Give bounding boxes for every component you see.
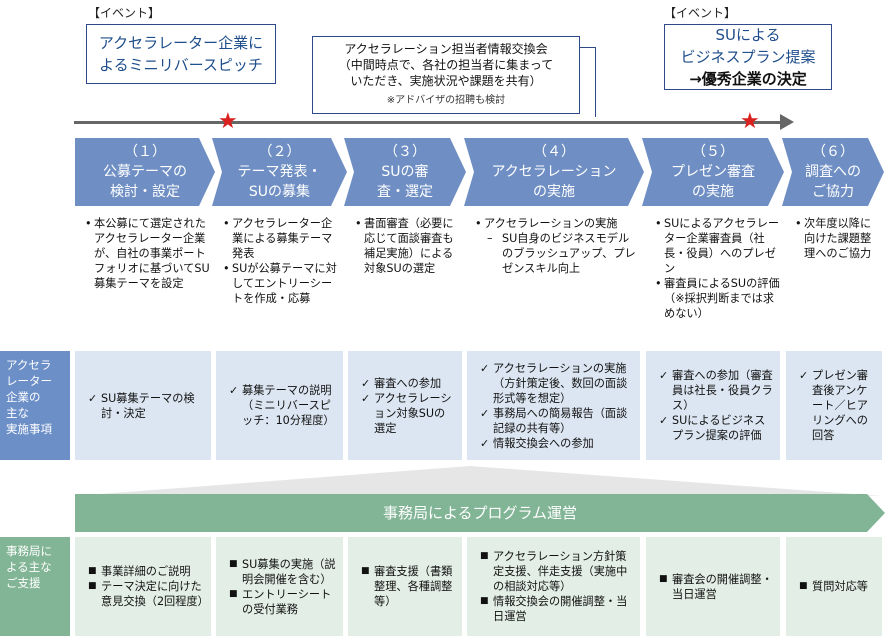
check-item: SUによるビジネスプラン提案の評価 <box>659 413 774 443</box>
support-item: エントリーシートの受付業務 <box>229 587 337 617</box>
support-cell-2: SU募集の実施（説明会開催を含む） エントリーシートの受付業務 <box>216 537 343 636</box>
timeline-arrow-line <box>74 121 784 124</box>
step-number: （２） <box>258 144 301 160</box>
check-item: アクセラレーション対象SUの選定 <box>361 391 456 436</box>
step-title: プレゼン審査 の実施 <box>671 164 755 200</box>
box-connector <box>595 47 596 117</box>
callout-line: SUによる <box>715 26 781 44</box>
check-item: 募集テーマの説明（ミニリバースピッチ：10分程度） <box>229 383 337 428</box>
step-5-chevron: （５） プレゼン審査 の実施 <box>642 138 784 206</box>
callout-line: よるミニリバースピッチ <box>99 56 263 74</box>
check-item: アクセラレーションの実施（方針策定後、数回の面談形式等を想定） <box>480 361 634 406</box>
description-subitem: SU自身のビジネスモデルのブラッシュアップ、プレゼンスキル向上 <box>484 231 640 276</box>
step-2-description: アクセラレーター企業による募集テーマ発表 SUが公募テーマに対してエントリーシー… <box>220 216 340 306</box>
step-6-chevron: （６） 調査への ご協力 <box>782 138 884 206</box>
step-3-description: 書面審査（必要に応じて面談審査も補足実施）による対象SUの選定 <box>352 216 462 276</box>
description-item: SUによるアクセラレーター企業審査員（社長・役員）へのプレゼン <box>655 216 780 276</box>
callout-line-bold: →優秀企業の決定 <box>689 70 807 88</box>
star-marker-icon: ★ <box>740 109 760 134</box>
step-4-chevron: （４） アクセラレーション の実施 <box>464 138 644 206</box>
step-4-description: アクセラレーションの実施 SU自身のビジネスモデルのブラッシュアップ、プレゼンス… <box>472 216 640 276</box>
description-item: 次年度以降に向けた課題整理へのご協力 <box>795 216 878 261</box>
step-1-chevron: （１） 公募テーマの 検討・設定 <box>75 138 215 206</box>
timeline-arrowhead-icon <box>780 114 794 130</box>
check-item: 事務局への簡易報告（面談記録の共有等） <box>480 406 634 436</box>
funnel-shape <box>74 466 882 496</box>
star-marker-icon: ★ <box>218 109 238 134</box>
check-item: プレゼン審査後アンケート／ヒアリングへの回答 <box>799 368 876 443</box>
accelerator-cell-4: アクセラレーションの実施（方針策定後、数回の面談形式等を想定） 事務局への簡易報… <box>467 351 640 460</box>
accelerator-cell-1: SU募集テーマの検討・決定 <box>75 351 211 460</box>
step-6-description: 次年度以降に向けた課題整理へのご協力 <box>792 216 878 261</box>
support-item: テーマ決定に向けた意見交換（2回程度） <box>88 579 209 609</box>
reverse-pitch-callout: アクセラレーター企業に よるミニリバースピッチ <box>86 24 276 84</box>
step-title: SUの審 査・選定 <box>377 164 433 200</box>
step-number: （１） <box>124 144 166 160</box>
accelerator-cell-2: 募集テーマの説明（ミニリバースピッチ：10分程度） <box>216 351 343 460</box>
support-item: 情報交換会の開催調整・当日運営 <box>480 594 634 624</box>
info-exchange-line: （中間時点で、各社の担当者に集まって <box>338 58 554 72</box>
info-exchange-title: アクセラレーション担当者情報交換会 <box>344 42 548 56</box>
event-label-left: 【イベント】 <box>88 6 161 20</box>
check-item: 審査への参加 <box>361 376 456 391</box>
check-item: 情報交換会への参加 <box>480 436 634 451</box>
row-label-secretariat: 事務局に よる主な ご支援 <box>0 537 70 636</box>
box-connector <box>580 47 596 48</box>
step-number: （４） <box>533 144 575 160</box>
support-item: 質問対応等 <box>799 579 868 594</box>
step-title: 調査への ご協力 <box>805 164 861 200</box>
program-operation-banner: 事務局によるプログラム運営 <box>75 494 885 532</box>
business-plan-callout: SUによる ビジネスプラン提案 →優秀企業の決定 <box>664 24 832 90</box>
callout-line: ビジネスプラン提案 <box>680 48 816 66</box>
info-exchange-box: アクセラレーション担当者情報交換会 （中間時点で、各社の担当者に集まって いただ… <box>312 36 580 114</box>
support-item: SU募集の実施（説明会開催を含む） <box>229 557 337 587</box>
description-item: 書面審査（必要に応じて面談審査も補足実施）による対象SUの選定 <box>355 216 462 276</box>
advisor-note: ※アドバイザの招聘も検討 <box>386 95 506 106</box>
support-cell-4: アクセラレーション方針策定支援、伴走支援（実施中の相談対応等） 情報交換会の開催… <box>467 537 640 636</box>
support-cell-5: 審査会の開催調整・当日運営 <box>646 537 780 636</box>
step-number: （６） <box>812 144 854 160</box>
support-item: 事業詳細のご説明 <box>88 564 205 579</box>
description-item: アクセラレーター企業による募集テーマ発表 <box>223 216 340 261</box>
step-title: アクセラレーション の実施 <box>491 164 617 200</box>
event-label-right: 【イベント】 <box>664 6 737 20</box>
step-title: 公募テーマの 検討・設定 <box>103 164 187 200</box>
info-exchange-line: いただき、実施状況や課題を共有） <box>350 74 542 88</box>
step-title: テーマ発表・ SUの募集 <box>237 164 322 200</box>
support-item: 審査支援（書類整理、各種調整等） <box>361 564 456 609</box>
description-item: アクセラレーションの実施 <box>475 216 640 231</box>
support-cell-3: 審査支援（書類整理、各種調整等） <box>348 537 462 636</box>
support-item: 審査会の開催調整・当日運営 <box>659 572 774 602</box>
step-number: （５） <box>692 144 734 160</box>
support-cell-1: 事業詳細のご説明 テーマ決定に向けた意見交換（2回程度） <box>75 537 211 636</box>
step-2-chevron: （２） テーマ発表・ SUの募集 <box>212 138 347 206</box>
step-1-description: 本公募にて選定されたアクセラレーター企業が、自社の事業ポートフォリオに基づいてS… <box>82 216 210 291</box>
description-item: 審査員によるSUの評価（※採択判断までは求めない） <box>655 276 780 321</box>
support-cell-6: 質問対応等 <box>786 537 882 636</box>
accelerator-cell-5: 審査への参加（審査員は社長・役員クラス） SUによるビジネスプラン提案の評価 <box>646 351 780 460</box>
check-item: 審査への参加（審査員は社長・役員クラス） <box>659 368 774 413</box>
accelerator-cell-3: 審査への参加 アクセラレーション対象SUの選定 <box>348 351 462 460</box>
description-item: 本公募にて選定されたアクセラレーター企業が、自社の事業ポートフォリオに基づいてS… <box>85 216 210 291</box>
callout-line: アクセラレーター企業に <box>98 34 264 52</box>
description-item: SUが公募テーマに対してエントリーシートを作成・応募 <box>223 261 340 306</box>
step-5-description: SUによるアクセラレーター企業審査員（社長・役員）へのプレゼン 審査員によるSU… <box>652 216 780 321</box>
support-item: アクセラレーション方針策定支援、伴走支援（実施中の相談対応等） <box>480 549 634 594</box>
row-label-accelerator: アクセラ レーター 企業の 主な 実施事項 <box>0 351 70 460</box>
check-item: SU募集テーマの検討・決定 <box>88 391 205 421</box>
accelerator-cell-6: プレゼン審査後アンケート／ヒアリングへの回答 <box>786 351 882 460</box>
step-number: （３） <box>384 144 426 160</box>
step-3-chevron: （３） SUの審 査・選定 <box>344 138 466 206</box>
